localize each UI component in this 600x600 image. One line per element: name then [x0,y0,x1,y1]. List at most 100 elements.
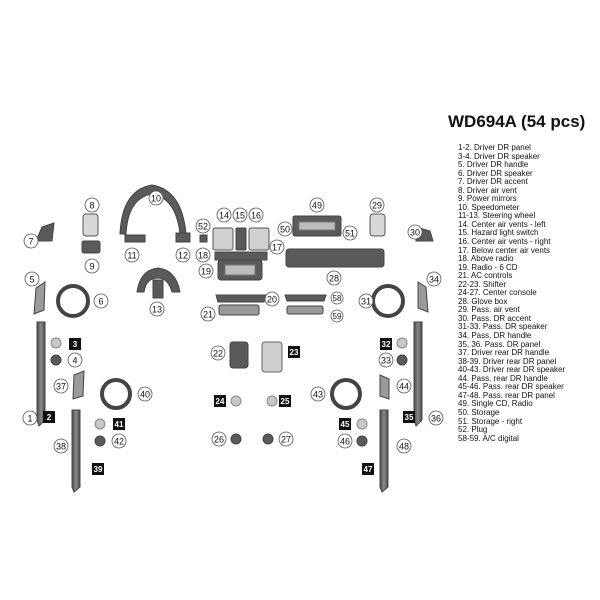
callout-6-label: 6 [98,297,103,307]
callout-51-label: 51 [345,229,355,239]
callout-9: 9 [84,258,100,274]
callout-1: 1 [22,410,38,426]
callout-33-label: 33 [381,356,391,366]
legend-item: 22-23. Shifter [458,279,507,289]
part-48-pass-rear-dr-panel [379,409,389,493]
callout-38: 38 [53,438,69,454]
legend-item: 49. Single CD, Radio [458,399,533,409]
legend-item: 17. Below center air vents [458,245,551,255]
callout-30-label: 30 [410,228,420,238]
part-14-center-air-vents-left [212,227,234,251]
callout-19-label: 19 [201,267,211,277]
callout-15: 15 [232,207,248,223]
callout-58: 58 [330,291,344,305]
kit-title: WD694A (54 pcs) [448,112,586,131]
part-25-console [266,395,278,407]
legend-item: 10. Speedometer [458,202,520,212]
part-45-speaker-ring [356,418,368,430]
box-41: 41 [113,418,125,430]
callout-38-label: 38 [56,442,66,452]
callout-15-label: 15 [235,211,245,221]
part-44-pass-rear-dr-handle [379,374,390,400]
legend-item: 3-4. Driver DR speaker [458,151,540,161]
part-37-driver-rear-dr-handle [72,370,85,400]
legend-item: 30. Pass. DR accent [458,313,531,323]
part-34-pass-dr-handle [417,281,429,313]
part-15-hazard-light-switch [235,227,247,251]
box-47-label: 47 [364,465,373,474]
legend-item: 7. Driver DR accent [458,177,528,187]
callout-28-label: 28 [329,274,339,284]
part-4-driver-dr-speaker [50,354,62,366]
callout-50: 50 [277,221,293,237]
callout-50-label: 50 [280,225,290,235]
legend-item: 1-2. Driver DR panel [458,143,531,152]
legend-item: 45-46. Pass. rear DR speaker [458,382,564,392]
legend-item: 19. Radio - 6 CD [458,262,518,272]
callout-42: 42 [111,433,127,449]
callout-14-label: 14 [219,211,229,221]
part-9-power-mirrors [81,240,101,254]
part-59-ac-digital [286,305,324,315]
callout-29: 29 [369,197,385,213]
legend-item: 8. Driver air vent [458,185,517,195]
callout-7-label: 7 [28,237,33,247]
part-28-glove-box [285,248,385,268]
callout-48: 48 [396,438,412,454]
part-19-radio-screen [224,264,256,276]
callout-17: 17 [269,239,285,255]
callout-37-label: 37 [56,382,66,392]
legend-item: 31-33. Pass. DR speaker [458,322,548,332]
part-49-single-cd-radio [298,221,336,231]
part-52-plug [199,234,208,243]
legend-item: 58-59. A/C digital [458,433,519,443]
callout-13: 13 [149,301,165,317]
legend-item: 47-48. Pass. rear DR panel [458,390,555,400]
part-16-center-air-vents-right [248,227,270,251]
legend-item: 51. Storage - right [458,416,523,426]
legend-item: 50. Storage [458,407,500,417]
callout-10-label: 10 [151,194,161,204]
callout-40: 40 [137,386,153,402]
box-3-label: 3 [73,340,78,349]
callouts-circle: 1 4 5 6 7 8 9 10 11 12 13 14 15 16 17 18… [22,190,444,454]
callout-14: 14 [216,207,232,223]
callout-51: 51 [342,225,358,241]
part-7-driver-dr-accent [35,222,55,242]
callout-42-label: 42 [114,437,124,447]
part-13-steering-wheel [136,267,181,293]
legend-item: 14. Center air vents - left [458,219,546,229]
part-26-console [230,433,242,445]
callout-8-label: 8 [89,201,94,211]
box-47: 47 [362,463,374,475]
legend-item: 11-13. Steering wheel [458,211,536,221]
callout-16-label: 16 [251,211,261,221]
box-23-label: 23 [290,348,299,357]
box-35: 35 [403,411,415,423]
callout-12: 12 [175,247,191,263]
part-22-shifter [229,341,249,369]
callout-49: 49 [309,197,325,213]
box-24: 24 [214,395,226,407]
callout-10: 10 [148,190,164,206]
part-5-driver-dr-handle [33,281,46,315]
callout-36-label: 36 [431,414,441,424]
callout-1-label: 1 [27,414,32,424]
callout-40-label: 40 [140,390,150,400]
legend-item: 40-43. Driver rear DR speaker [458,365,566,375]
part-32-speaker-ring [396,337,408,349]
part-20-trim [215,294,267,303]
callout-33: 33 [378,352,394,368]
legend-item: 28. Glove box [458,296,508,306]
legend-item: 38-39. Driver rear DR panel [458,356,557,366]
callout-29-label: 29 [372,201,382,211]
callout-4: 4 [67,352,83,368]
callout-26: 26 [211,431,227,447]
part-shapes [33,184,434,493]
part-17-below-center-air-vents [214,251,268,261]
callout-34: 34 [426,271,442,287]
legend-item: 16. Center air vents - right [458,237,551,247]
part-11b-steering-wheel [175,232,191,243]
callout-11: 11 [124,247,140,263]
